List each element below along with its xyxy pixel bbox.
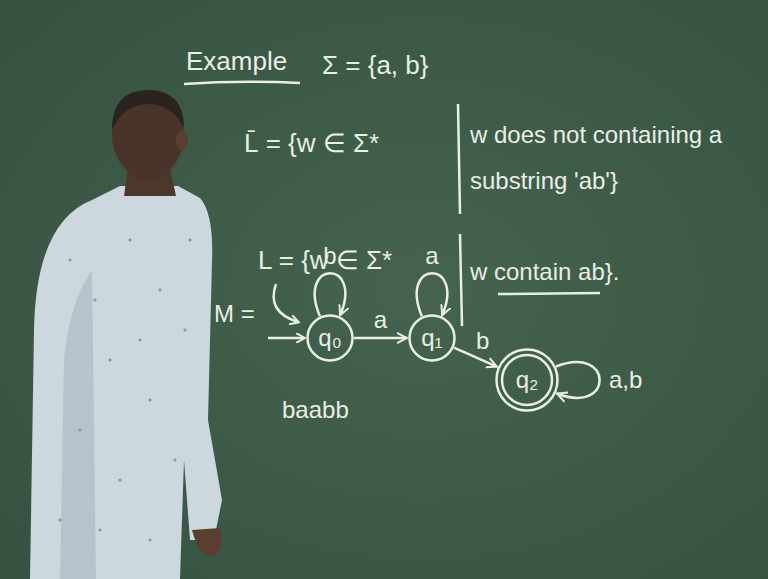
title-underline: [184, 82, 300, 84]
state-name: q₀: [318, 324, 341, 352]
word-underline: [498, 293, 600, 294]
machine-name: M =: [214, 300, 255, 329]
transition-arrow: [354, 337, 407, 340]
self-loop: [417, 273, 448, 316]
ear: [176, 130, 188, 150]
hand: [192, 528, 222, 556]
state-circle: q₀: [306, 314, 354, 362]
accept-state: q₂: [495, 348, 559, 412]
self-loop: [556, 362, 600, 398]
set-head: L̄ = {w ∈ Σ*: [244, 128, 379, 159]
transition-arrow: [454, 348, 497, 367]
transition-symbol: b: [323, 242, 336, 270]
title: Example: [186, 46, 287, 77]
transition-symbol: b: [476, 327, 489, 355]
set-condition: w does not containing a substring 'ab'}: [470, 112, 760, 204]
state-name: q₁: [421, 324, 442, 352]
transition-symbol: a: [425, 242, 438, 270]
state-circle: q₁: [408, 314, 456, 362]
set-condition: w contain ab}.: [470, 258, 619, 287]
start-arrow: [268, 337, 304, 340]
shirt: [30, 186, 222, 579]
self-loop: [315, 273, 346, 316]
set-bar: [460, 234, 462, 326]
input-string: baabb: [282, 396, 349, 425]
hair: [112, 90, 184, 130]
head: [112, 91, 184, 179]
shirt-shade: [60, 270, 96, 579]
alphabet-def: Σ = {a, b}: [322, 50, 428, 81]
pointer-arrow: [274, 284, 298, 322]
set-bar: [458, 104, 460, 214]
state-name: q₂: [516, 366, 539, 394]
transition-symbol: a,b: [609, 366, 642, 394]
transition-symbol: a: [374, 306, 387, 334]
